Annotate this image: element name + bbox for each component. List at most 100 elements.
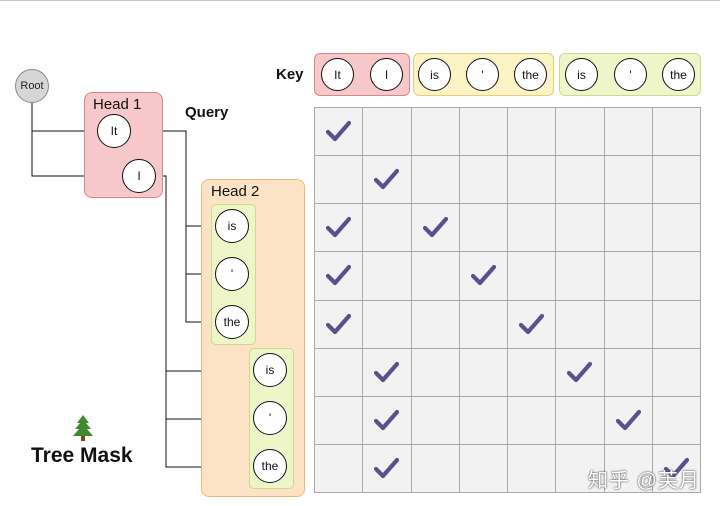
- mask-cell: [556, 444, 605, 493]
- key-node-the-b: the: [662, 58, 695, 91]
- mask-cell: [411, 444, 460, 493]
- check-icon: [374, 457, 400, 479]
- check-icon: [422, 217, 448, 238]
- mask-cell: [556, 204, 605, 253]
- tree-icon: [73, 415, 93, 441]
- mask-cell: [315, 204, 364, 253]
- check-icon: [663, 457, 689, 479]
- mask-cell: [459, 108, 508, 157]
- key-node-the-a: the: [514, 58, 547, 91]
- mask-cell: [411, 108, 460, 157]
- mask-cell: [508, 156, 557, 205]
- mask-cell: [411, 204, 460, 253]
- check-icon: [374, 169, 400, 190]
- mask-cell: [652, 348, 701, 397]
- mask-cell: [411, 348, 460, 397]
- mask-cell: [652, 252, 701, 301]
- mask-cell: [604, 300, 653, 349]
- mask-cell: [556, 108, 605, 157]
- mask-cell: [315, 348, 364, 397]
- mask-cell: [411, 156, 460, 205]
- mask-cell: [604, 156, 653, 205]
- mask-cell: [556, 348, 605, 397]
- mask-cell: [315, 108, 364, 157]
- check-icon: [326, 313, 352, 334]
- root-node: Root: [15, 69, 49, 103]
- key-node-it: It: [321, 58, 354, 91]
- mask-cell: [508, 300, 557, 349]
- key-node-i: I: [370, 58, 403, 91]
- mask-cell: [315, 396, 364, 445]
- mask-cell: [604, 396, 653, 445]
- mask-cell: [363, 300, 412, 349]
- key-node-quote-b: ': [614, 58, 647, 91]
- mask-cell: [363, 204, 412, 253]
- attention-mask-grid: [314, 107, 701, 493]
- head2-label: Head 2: [211, 183, 260, 200]
- mask-cell: [363, 444, 412, 493]
- check-icon: [567, 361, 593, 382]
- mask-cell: [604, 348, 653, 397]
- mask-cell: [459, 348, 508, 397]
- check-icon: [374, 409, 400, 430]
- mask-cell: [315, 300, 364, 349]
- query-node-it: It: [97, 114, 131, 148]
- mask-cell: [604, 108, 653, 157]
- head1-label: Head 1: [93, 96, 142, 113]
- query-node-is-a: is: [215, 209, 249, 243]
- check-icon: [519, 313, 545, 334]
- mask-cell: [508, 444, 557, 493]
- mask-cell: [315, 444, 364, 493]
- mask-cell: [315, 156, 364, 205]
- mask-cell: [459, 252, 508, 301]
- key-node-is-a: is: [418, 58, 451, 91]
- mask-cell: [315, 252, 364, 301]
- check-icon: [470, 265, 496, 286]
- check-icon: [374, 361, 400, 382]
- mask-cell: [556, 156, 605, 205]
- key-node-quote-a: ': [466, 58, 499, 91]
- query-node-quote-a: ': [215, 257, 249, 291]
- mask-cell: [652, 108, 701, 157]
- mask-cell: [459, 204, 508, 253]
- check-icon: [326, 265, 352, 286]
- mask-cell: [652, 444, 701, 493]
- mask-cell: [508, 348, 557, 397]
- mask-cell: [459, 300, 508, 349]
- mask-cell: [411, 300, 460, 349]
- mask-cell: [604, 444, 653, 493]
- mask-cell: [508, 108, 557, 157]
- mask-cell: [363, 396, 412, 445]
- mask-cell: [363, 348, 412, 397]
- check-icon: [615, 409, 641, 430]
- mask-cell: [556, 300, 605, 349]
- mask-cell: [652, 300, 701, 349]
- query-node-i: I: [122, 159, 156, 193]
- mask-cell: [652, 204, 701, 253]
- mask-cell: [508, 204, 557, 253]
- query-node-the-a: the: [215, 305, 249, 339]
- top-divider: [0, 0, 720, 1]
- mask-cell: [652, 156, 701, 205]
- mask-cell: [508, 252, 557, 301]
- watermark: 知乎 @芙月: [588, 470, 700, 492]
- mask-cell: [459, 444, 508, 493]
- tree-mask-title: Tree Mask: [31, 444, 133, 467]
- query-node-the-b: the: [253, 449, 287, 483]
- mask-cell: [459, 396, 508, 445]
- mask-cell: [556, 252, 605, 301]
- key-node-is-b: is: [565, 58, 598, 91]
- query-node-is-b: is: [253, 353, 287, 387]
- key-label: Key: [276, 66, 304, 83]
- mask-cell: [459, 156, 508, 205]
- mask-cell: [652, 396, 701, 445]
- check-icon: [326, 217, 352, 238]
- check-icon: [326, 120, 352, 142]
- mask-cell: [363, 156, 412, 205]
- mask-cell: [604, 204, 653, 253]
- mask-cell: [411, 396, 460, 445]
- query-node-quote-b: ': [253, 401, 287, 435]
- query-label: Query: [185, 104, 229, 121]
- mask-cell: [508, 396, 557, 445]
